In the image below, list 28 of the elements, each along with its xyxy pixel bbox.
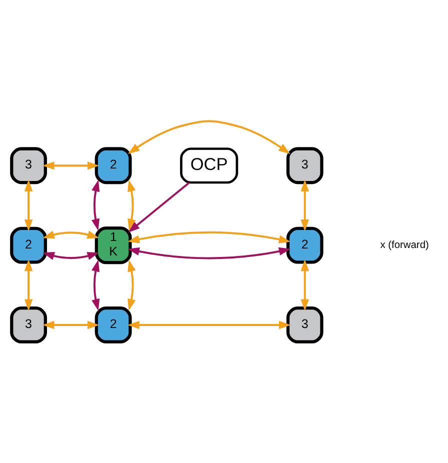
arrow (42, 230, 100, 239)
node-box: 2 (10, 226, 47, 264)
arrow (128, 260, 136, 311)
arrow (42, 320, 100, 330)
label: x (forward) (380, 240, 429, 251)
node-box: 2 (94, 306, 132, 344)
node-box: 1 K (94, 226, 132, 264)
node-box: OCP (180, 148, 238, 184)
arrow (42, 252, 100, 260)
arrow (24, 180, 33, 232)
arrow (128, 231, 291, 244)
arrow (92, 260, 100, 311)
arrow (300, 259, 309, 311)
arrow (128, 120, 290, 154)
arrow (300, 180, 309, 232)
arrow (128, 320, 291, 330)
arrow (128, 180, 136, 231)
arrow (24, 259, 33, 311)
arrow (42, 162, 100, 170)
node-box: 2 (286, 226, 324, 264)
node-box: 3 (10, 147, 47, 184)
node-box: 3 (286, 306, 324, 344)
node-box: 2 (94, 147, 132, 184)
node-box: 3 (10, 306, 47, 344)
arrow (128, 247, 291, 260)
arrow (91, 180, 100, 231)
arrow (128, 182, 190, 233)
node-box: 3 (286, 147, 324, 184)
